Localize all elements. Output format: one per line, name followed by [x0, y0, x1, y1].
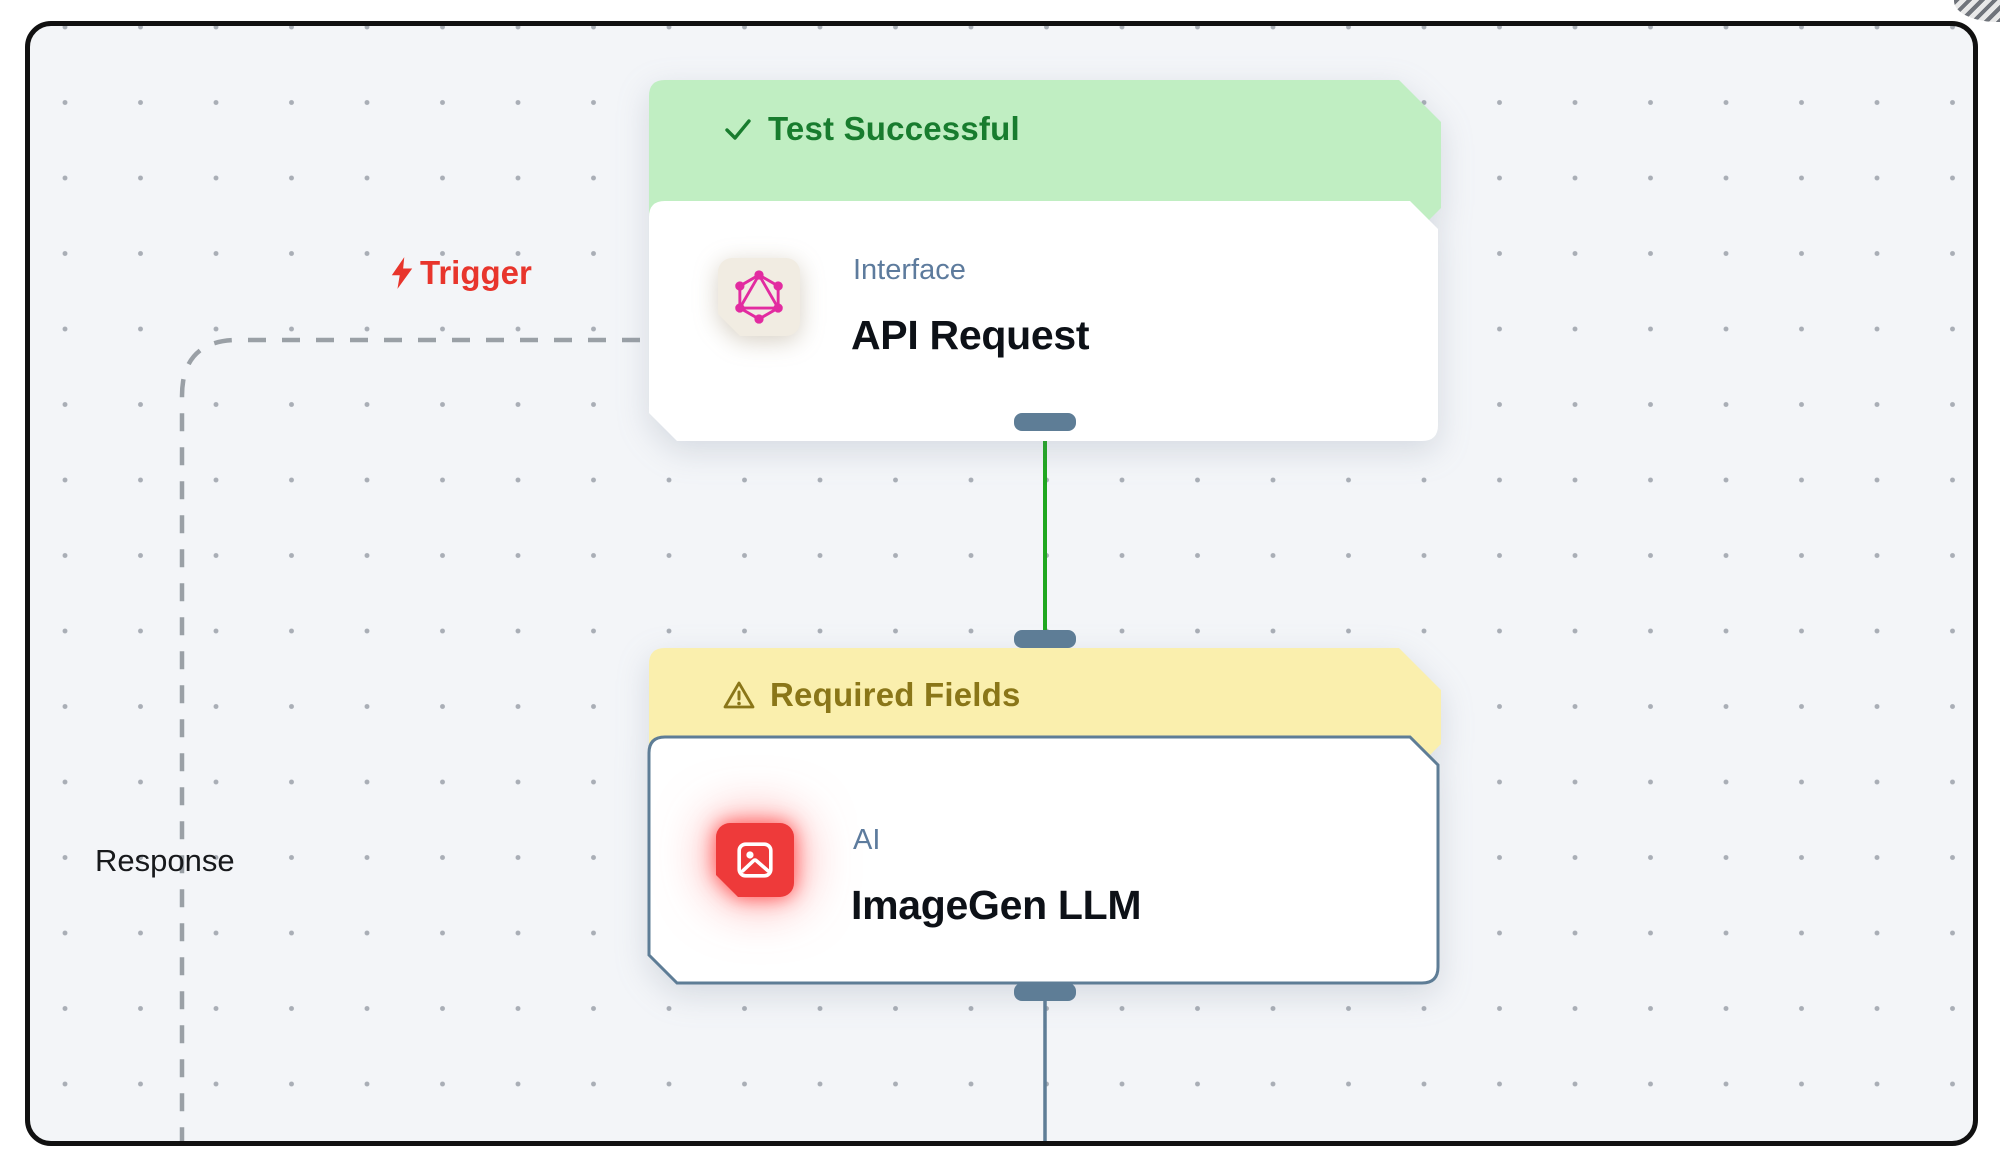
imagegen-output-port[interactable] [1014, 983, 1076, 1001]
check-icon [725, 119, 751, 140]
api-output-port[interactable] [1014, 413, 1076, 431]
node-imagegen-llm[interactable] [647, 648, 1443, 1028]
imagegen-status-label: Required Fields [770, 676, 1021, 713]
node-imagegen-card[interactable] [647, 735, 1440, 985]
api-status-banner-row: Test Successful [722, 110, 1020, 148]
imagegen-node-title: ImageGen LLM [851, 882, 1142, 928]
lightning-icon [391, 257, 413, 289]
imagegen-node-category: AI [853, 824, 881, 856]
trigger-edge-label: Trigger [388, 254, 532, 292]
api-node-icon-tile [718, 258, 800, 336]
api-node-title: API Request [851, 312, 1090, 358]
flow-canvas[interactable]: Test Successful Interface API Reque [25, 21, 1978, 1146]
imagegen-input-port[interactable] [1014, 630, 1076, 648]
api-node-category: Interface [853, 254, 966, 286]
cutoff-corner-artifact [1954, 0, 2000, 22]
api-status-label: Test Successful [768, 110, 1020, 147]
node-api-card[interactable] [649, 201, 1438, 441]
trigger-response-edge[interactable] [179, 337, 640, 1141]
imagegen-node-icon-tile [716, 823, 794, 897]
graphql-icon [730, 267, 788, 327]
warning-icon [723, 681, 755, 709]
image-icon [732, 837, 778, 883]
imagegen-status-banner-row: Required Fields [722, 676, 1021, 714]
node-api-request[interactable] [649, 80, 1443, 460]
trigger-label-text: Trigger [420, 254, 532, 291]
response-edge-label: Response [95, 843, 235, 878]
node-api-status-banner [649, 80, 1441, 229]
edges-layer [179, 337, 1047, 1141]
